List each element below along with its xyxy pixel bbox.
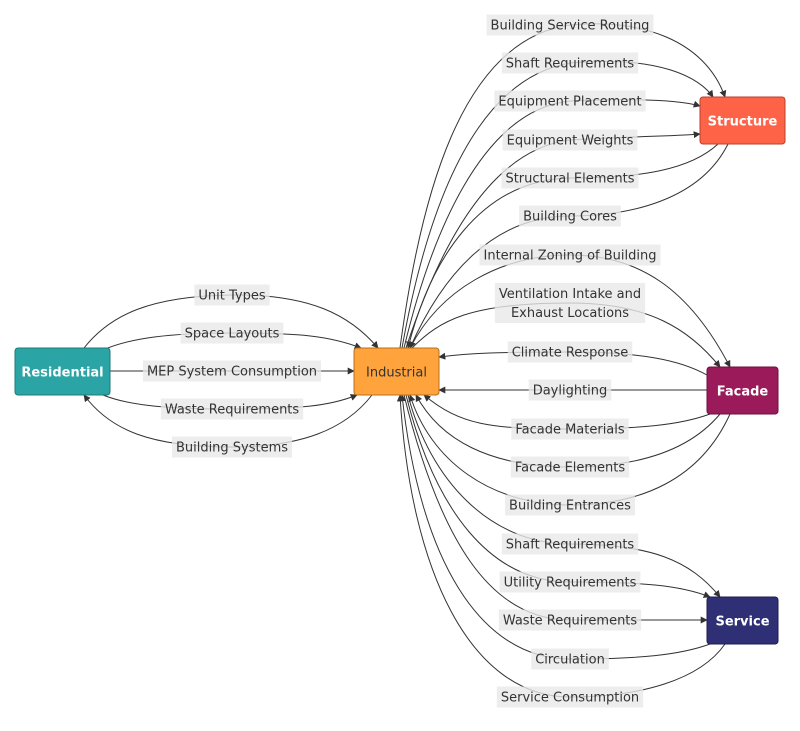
edge-label-waste-requirements: Waste Requirements [160,398,304,420]
node-box [353,347,440,396]
edge-label-background [486,14,654,36]
edge-label-text: Daylighting [533,384,608,399]
node-box [699,96,786,145]
edge-label-space-layouts: Space Layouts [180,322,284,344]
edge-label-text: Exhaust Locations [511,306,629,321]
edge-label-background [496,686,644,708]
edge-label-background [479,244,661,266]
node-box [14,347,111,396]
edge-label-facade-elements: Facade Elements [510,456,630,478]
node-label: Structure [708,115,778,130]
edge-label-text: Waste Requirements [503,614,638,629]
nodes-layer: Residential Industrial StructureFacadeServ… [14,96,786,645]
node-box [706,366,779,415]
node-box [706,596,779,645]
node-label: Industrial [366,366,427,381]
edge-label-waste-requirements: Waste Requirements [498,609,642,631]
edge-label-shaft-requirements: Shaft Requirements [501,533,639,555]
edge-label-text: Space Layouts [185,327,280,342]
edge-label-text: Building Systems [176,441,288,456]
edge-facade-to-industrial-building-entrances [408,394,731,506]
edge-label-background [505,494,635,516]
edge-label-internal-zoning-of-building: Internal Zoning of Building [479,244,661,266]
node-industrial[interactable]: Industrial [353,347,440,396]
edge-label-building-service-routing: Building Service Routing [486,14,654,36]
edge-label-facade-materials: Facade Materials [511,418,629,440]
edge-label-text: Equipment Weights [507,134,634,149]
edge-label-background [531,648,609,670]
edge-label-background [502,129,638,151]
edge-label-text: Shaft Requirements [506,538,635,553]
edge-label-text: Structural Elements [505,172,634,187]
edge-label-background [501,52,639,74]
edge-label-text: Facade Materials [515,423,625,438]
edge-label-text: MEP System Consumption [147,365,317,380]
edge-label-background [507,341,633,363]
edge-label-text: Unit Types [198,289,265,304]
edge-label-text: Shaft Requirements [506,57,635,72]
edge-label-building-systems: Building Systems [171,436,293,458]
edge-label-background [494,90,646,112]
edge-label-background [180,322,284,344]
edge-label-background [142,360,322,382]
node-label: Service [715,615,769,630]
node-label: Facade [717,385,769,400]
edge-label-text: Building Service Routing [491,19,650,34]
edge-label-background [194,284,270,306]
edge-label-building-cores: Building Cores [519,205,621,227]
edge-label-shaft-requirements: Shaft Requirements [501,52,639,74]
edge-label-text: Internal Zoning of Building [484,249,657,264]
edge-label-background [510,456,630,478]
edge-label-text: Utility Requirements [504,576,637,591]
edge-label-text: Waste Requirements [165,403,300,418]
edge-label-unit-types: Unit Types [194,284,270,306]
node-residential[interactable]: Residential [14,347,111,396]
edge-label-background [501,533,639,555]
edge-label-background [501,167,639,189]
edge-label-background [528,379,612,401]
edge-label-background [160,398,304,420]
edge-label-background [498,609,642,631]
edge-label-service-consumption: Service Consumption [496,686,644,708]
edge-label-text: Ventilation Intake and [499,287,641,302]
edge-label-text: Building Entrances [509,499,631,514]
node-label: Residential [21,366,103,381]
edge-label-building-entrances: Building Entrances [505,494,635,516]
edge-label-background [511,418,629,440]
edge-label-text: Climate Response [512,346,629,361]
node-facade[interactable]: Facade [706,366,779,415]
edge-label-equipment-weights: Equipment Weights [502,129,638,151]
edge-label-circulation: Circulation [531,648,609,670]
edge-label-text: Facade Elements [515,461,626,476]
edge-label-text: Building Cores [523,210,617,225]
edge-label-daylighting: Daylighting [528,379,612,401]
node-service[interactable]: Service [706,596,779,645]
edge-label-background [499,571,641,593]
edge-label-text: Service Consumption [501,691,639,706]
edge-label-equipment-placement: Equipment Placement [494,90,646,112]
edge-label-text: Circulation [535,653,605,668]
edge-label-background [494,283,646,323]
edge-label-background [519,205,621,227]
node-structure[interactable]: Structure [699,96,786,145]
edge-label-climate-response: Climate Response [507,341,633,363]
edge-label-mep-system-consumption: MEP System Consumption [142,360,322,382]
edge-label-background [171,436,293,458]
edge-label-text: Equipment Placement [498,95,641,110]
edge-industrial-to-structure-shaft-requirements [401,60,714,349]
edge-label-utility-requirements: Utility Requirements [499,571,641,593]
edge-label-structural-elements: Structural Elements [501,167,639,189]
